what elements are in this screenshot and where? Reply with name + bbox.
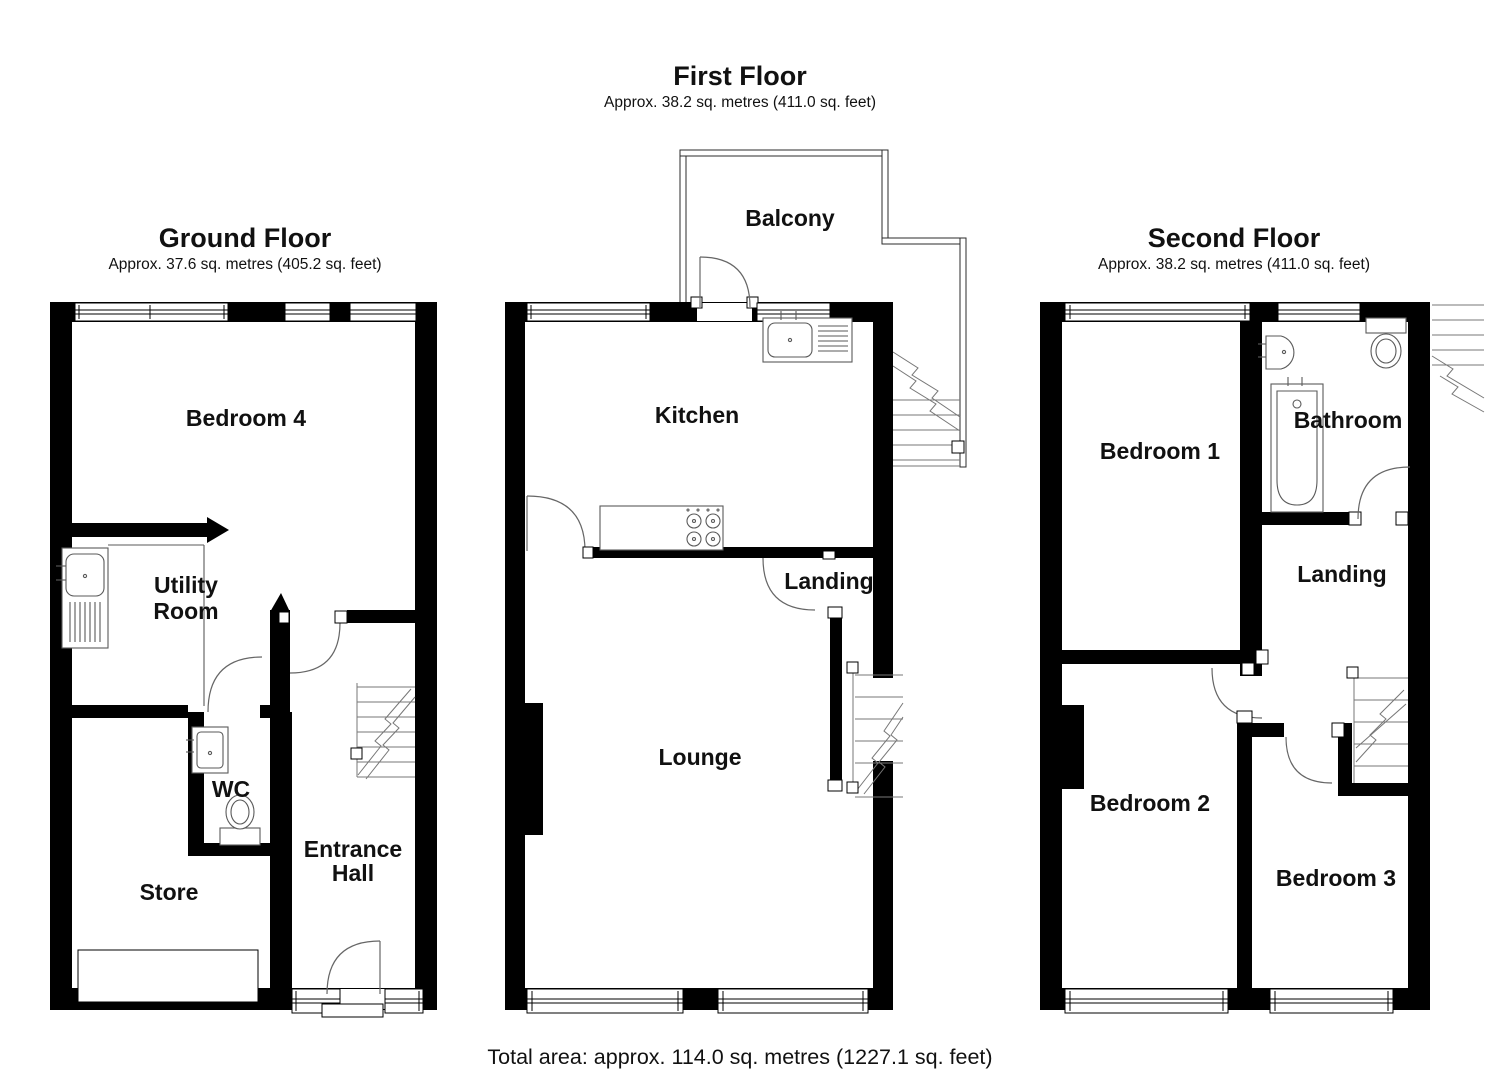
bathroom-toilet-icon [1365,317,1407,369]
front-door-threshold [321,1003,384,1018]
first-window-bottom-left [526,988,684,1014]
first-window-top-left [526,302,651,322]
room-label-utility-line2: Room [153,598,218,624]
room-label-entrance-line2: Hall [332,860,374,886]
ground-window-bottom-right [384,988,424,1014]
door-jamb-marker [827,779,843,792]
room-label-balcony: Balcony [745,205,835,231]
chimney-breast [1062,705,1084,789]
first-floor-plan: First Floor Approx. 38.2 sq. metres (411… [505,61,967,1014]
room-label-bedroom1: Bedroom 1 [1100,438,1220,464]
door-jamb-marker [1236,710,1253,724]
ground-window-top-2 [284,302,331,322]
total-area-text: Total area: approx. 114.0 sq. metres (12… [487,1045,992,1069]
balcony-stairs [892,351,965,461]
door-jamb-marker [690,296,703,309]
room-label-store: Store [140,879,199,905]
utility-sink-icon [56,547,109,649]
door-jamb-marker [334,610,348,624]
bedroom3-door-swing [1285,736,1333,784]
room-label-bedroom4: Bedroom 4 [186,405,306,431]
second-window-bottom-right [1269,988,1394,1014]
wc-toilet-icon [219,794,261,846]
bathtub-icon [1270,377,1324,513]
first-window-bottom-right [717,988,869,1014]
bathroom-basin-icon [1258,335,1295,370]
room-label-wc: WC [212,776,250,802]
door-jamb-marker [1331,722,1345,738]
second-floor-subtitle: Approx. 38.2 sq. metres (411.0 sq. feet) [1098,256,1370,273]
first-floor-stairs [846,661,904,798]
door-jamb-marker [278,611,290,624]
door-jamb-marker [1395,511,1409,526]
second-window-top-right [1277,302,1361,322]
first-floor-subtitle: Approx. 38.2 sq. metres (411.0 sq. feet) [604,94,876,111]
room-label-lounge: Lounge [658,744,741,770]
ground-window-top-3 [349,302,417,322]
door-jamb-marker [582,546,594,559]
kitchen-hob-icon [599,505,724,551]
kitchen-door-swing [526,495,586,552]
balcony-door-opening [697,303,752,321]
second-floor-stairs [1346,666,1408,783]
balcony-walls [679,149,967,468]
store-unit [77,949,259,1003]
chimney-breast [525,703,543,835]
ground-window-top-1 [74,302,229,322]
ground-floor-plan: Ground Floor Approx. 37.6 sq. metres (40… [50,223,437,1018]
landing-door-swing [762,557,816,611]
room-label-landing-second: Landing [1297,561,1386,587]
hall-door-swing [289,622,341,674]
front-door-swing [326,940,381,995]
balcony-door-swing [699,256,751,308]
room-label-landing-first: Landing [784,568,873,594]
second-floor-title: Second Floor [1148,223,1321,253]
entrance-stairs [350,683,416,780]
door-jamb-marker [827,606,843,619]
second-exterior-stairs [1431,304,1485,413]
door-jamb-marker [1241,662,1255,676]
room-label-bedroom3: Bedroom 3 [1276,865,1396,891]
second-window-bottom-left [1064,988,1229,1014]
wc-door-swing [207,656,263,713]
ground-floor-subtitle: Approx. 37.6 sq. metres (405.2 sq. feet) [108,256,381,273]
utility-partition [108,544,205,706]
room-label-kitchen: Kitchen [655,402,739,428]
room-label-utility-line1: Utility [154,572,218,598]
door-jamb-marker [1255,649,1269,665]
door-jamb-marker [822,550,836,560]
wc-basin-icon [186,726,229,774]
room-label-bedroom2: Bedroom 2 [1090,790,1210,816]
ground-floor-title: Ground Floor [159,223,332,253]
door-jamb-marker [746,296,759,309]
room-label-entrance-line1: Entrance [304,836,402,862]
room-label-bathroom: Bathroom [1294,407,1403,433]
second-window-top-left [1064,302,1251,322]
second-floor-plan: Second Floor Approx. 38.2 sq. metres (41… [1040,223,1485,1014]
first-floor-title: First Floor [673,61,807,91]
door-jamb-marker [1348,511,1362,526]
kitchen-sink-icon [762,311,853,363]
bathroom-door-swing [1357,466,1411,520]
